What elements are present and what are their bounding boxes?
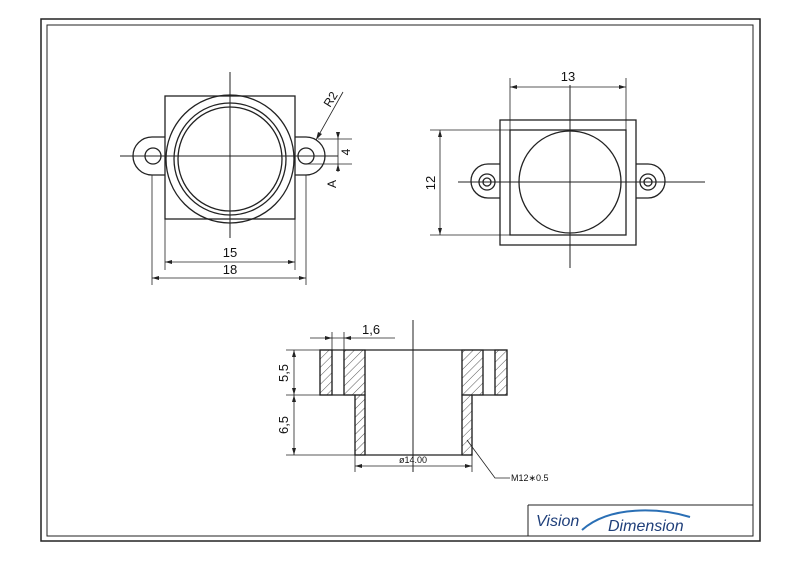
- dim-leader-r2: [315, 91, 344, 141]
- dim-label-1-6: 1,6: [362, 322, 380, 337]
- section-thread-right: [461, 394, 473, 456]
- outer-frame: [40, 18, 761, 542]
- section-view: [286, 320, 510, 479]
- dim-label-4: 4: [339, 148, 353, 155]
- dim-label-r2: R2: [321, 89, 341, 110]
- section-hatch-right-inner: [461, 349, 484, 396]
- inner-frame: [46, 24, 754, 537]
- right-view: [430, 78, 705, 268]
- section-hatch-left-inner: [343, 349, 366, 396]
- dim-label-13: 13: [561, 69, 575, 84]
- dim-leader-thread: [466, 439, 510, 479]
- dim-label-diameter: ø14.00: [399, 455, 427, 465]
- label-point-a: A: [325, 180, 339, 188]
- section-hatch-right-outer: [494, 349, 508, 396]
- title-block: [527, 504, 753, 536]
- section-thread-left: [354, 394, 366, 456]
- brand-swoosh: [581, 509, 691, 531]
- section-hatch-left-outer: [319, 349, 333, 396]
- dim-label-12: 12: [423, 176, 438, 190]
- right-view-left-ear: [470, 163, 500, 199]
- dim-label-thread: M12∗0.5: [511, 473, 549, 483]
- dim-label-5-5: 5,5: [276, 364, 291, 382]
- dim-label-6-5: 6,5: [276, 416, 291, 434]
- top-view: [120, 72, 352, 285]
- dim-label-18: 18: [223, 262, 237, 277]
- brand-word-vision: Vision: [536, 513, 579, 530]
- dim-label-15: 15: [223, 245, 237, 260]
- brand-word-dimension: Dimension: [608, 518, 684, 535]
- right-view-right-ear: [636, 163, 666, 199]
